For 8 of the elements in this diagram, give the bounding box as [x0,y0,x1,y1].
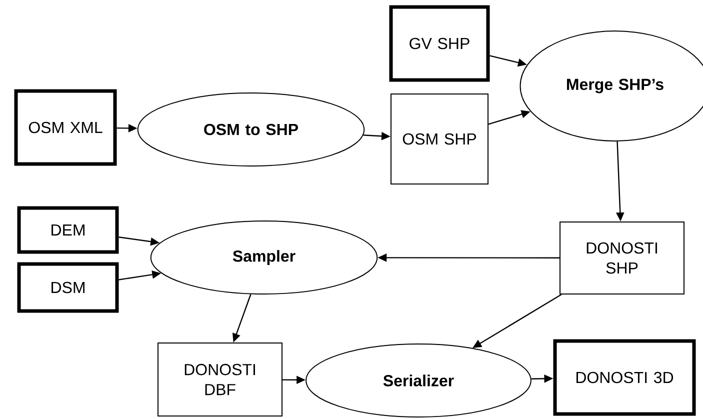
data-box: DSM [17,262,119,313]
data-box: DONOSTI 3D [553,339,696,416]
data-box: OSM SHP [390,94,488,184]
data-box: DONOSTI SHP [560,222,684,294]
data-box: OSM XML [14,89,117,166]
data-box: GV SHP [389,5,490,82]
data-box: DEM [17,206,119,254]
data-box: DONOSTI DBF [158,342,282,416]
